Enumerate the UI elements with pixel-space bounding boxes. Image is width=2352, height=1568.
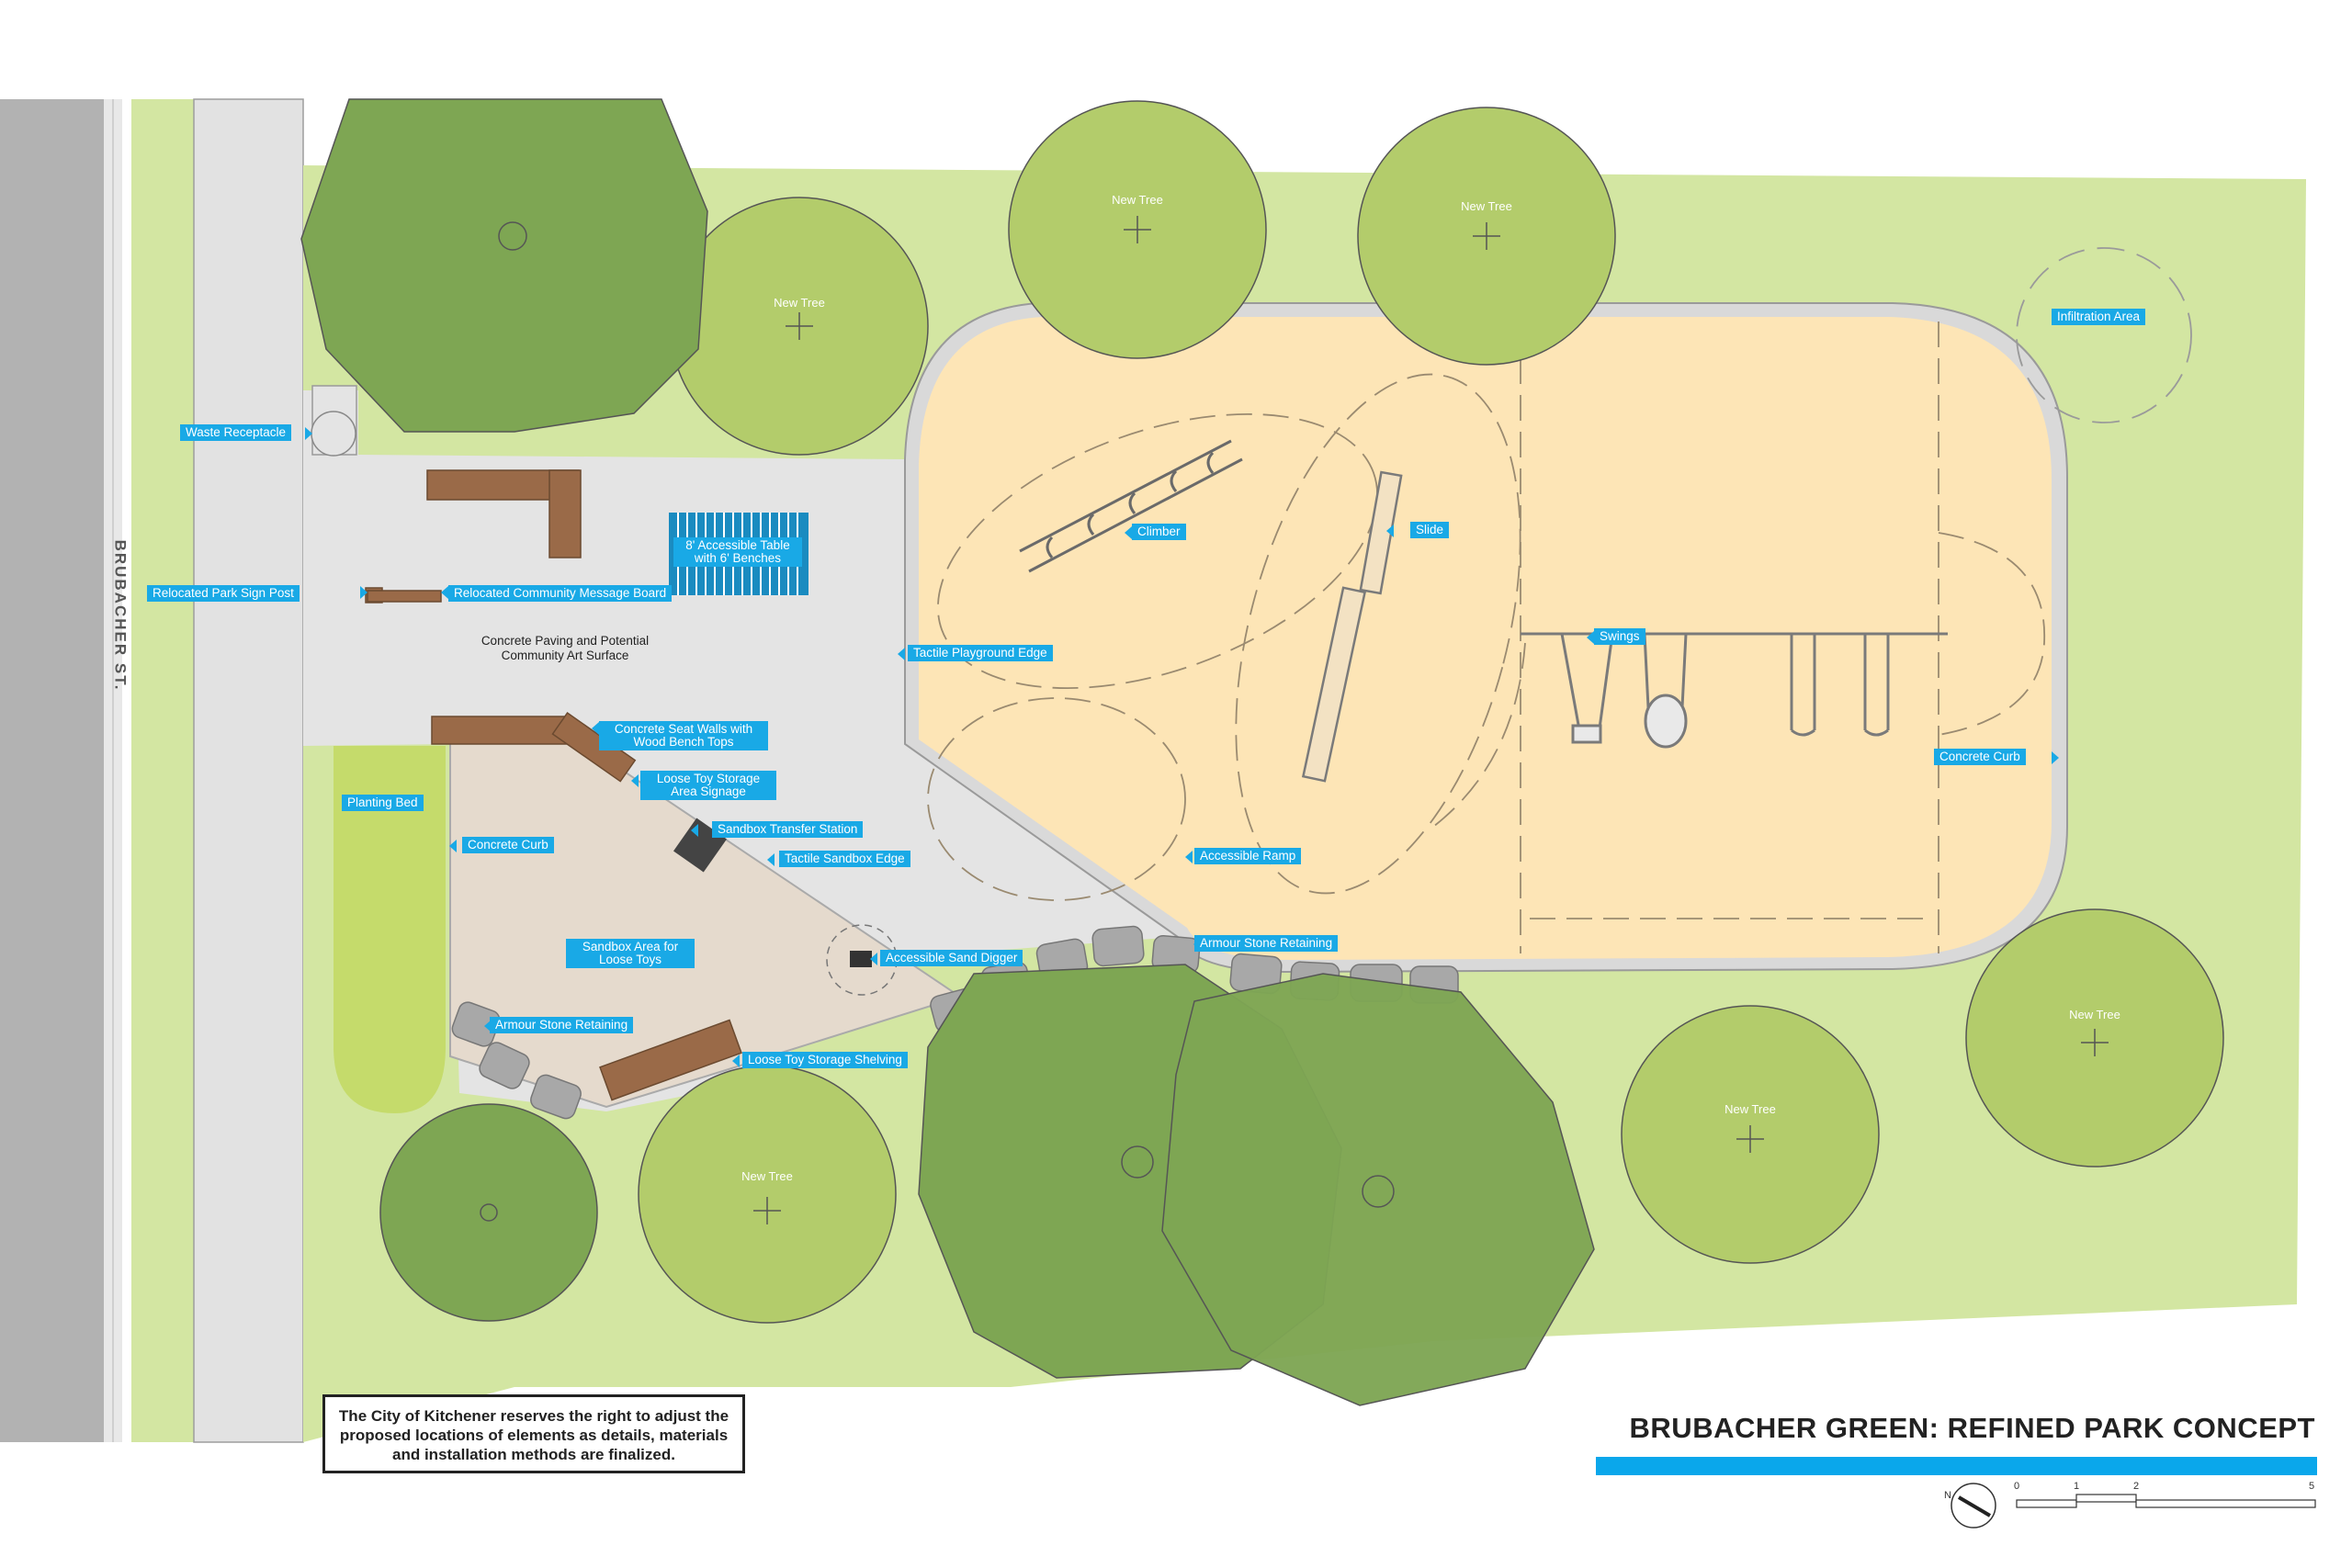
label-armour-left: Armour Stone Retaining: [490, 1017, 634, 1033]
label-concrete-curb-left: Concrete Curb: [462, 837, 554, 853]
scale-tick-0: 0: [2014, 1481, 2020, 1492]
label-climber: Climber: [1132, 524, 1186, 540]
slide-equipment: [1301, 470, 1403, 783]
tree-label: New Tree: [1724, 1102, 1776, 1116]
street-label: BRUBACHER ST.: [111, 539, 130, 692]
climber-equipment: [1019, 439, 1243, 573]
planting-bed: [334, 746, 446, 1113]
label-relocated-board: Relocated Community Message Board: [448, 585, 673, 602]
title-underline-bar: [1596, 1457, 2317, 1475]
label-loose-toy-signage: Loose Toy Storage Area Signage: [640, 771, 776, 800]
label-relocated-sign: Relocated Park Sign Post: [147, 585, 300, 602]
label-sand-digger: Accessible Sand Digger: [880, 950, 1023, 966]
label-armour-right: Armour Stone Retaining: [1194, 935, 1339, 952]
existing-trees: [300, 98, 1595, 1406]
label-sandbox-transfer: Sandbox Transfer Station: [712, 821, 864, 838]
label-concrete-curb-right: Concrete Curb: [1934, 749, 2026, 765]
tree-label: New Tree: [1461, 199, 1512, 213]
concrete-paving-label: Concrete Paving and Potential Community …: [481, 634, 650, 662]
label-infiltration: Infiltration Area: [2052, 309, 2146, 325]
tree-label: New Tree: [2069, 1008, 2120, 1021]
brubacher-street-road: [0, 99, 104, 1442]
scale-tick-5: 5: [2309, 1481, 2315, 1492]
tree-label: New Tree: [741, 1169, 793, 1183]
infiltration-area: [2016, 247, 2192, 423]
label-seat-walls: Concrete Seat Walls with Wood Bench Tops: [599, 721, 768, 750]
waste-receptacle: [311, 411, 356, 457]
scale-tick-1: 1: [2074, 1481, 2080, 1492]
compass-label: N: [1944, 1490, 1951, 1501]
tree-label: New Tree: [1112, 193, 1163, 207]
label-waste-receptacle: Waste Receptacle: [180, 424, 292, 441]
tree-label: New Tree: [774, 296, 825, 310]
scale-bar: [2016, 1494, 2316, 1508]
scale-tick-2: 2: [2133, 1481, 2140, 1492]
sidewalk: [193, 98, 304, 1443]
label-tactile-sandbox: Tactile Sandbox Edge: [779, 851, 910, 867]
playground-surface: [919, 317, 2052, 960]
sand-digger: [850, 951, 872, 967]
label-accessible-ramp: Accessible Ramp: [1194, 848, 1302, 864]
label-tactile-playground: Tactile Playground Edge: [908, 645, 1053, 661]
wood-elements: [365, 469, 742, 1101]
north-arrow: [1951, 1483, 1996, 1529]
page-title: BRUBACHER GREEN: REFINED PARK CONCEPT: [1629, 1412, 2315, 1444]
label-loose-toy-shelving: Loose Toy Storage Shelving: [742, 1052, 908, 1068]
label-sandbox-area: Sandbox Area for Loose Toys: [566, 939, 695, 968]
label-planting-bed: Planting Bed: [342, 795, 424, 811]
label-swings: Swings: [1594, 628, 1645, 645]
disclaimer-notice: The City of Kitchener reserves the right…: [322, 1394, 745, 1473]
boulevard-grass: [131, 99, 194, 1442]
label-slide: Slide: [1410, 522, 1450, 538]
label-accessible-table: 8' Accessible Table with 6' Benches: [673, 537, 802, 567]
